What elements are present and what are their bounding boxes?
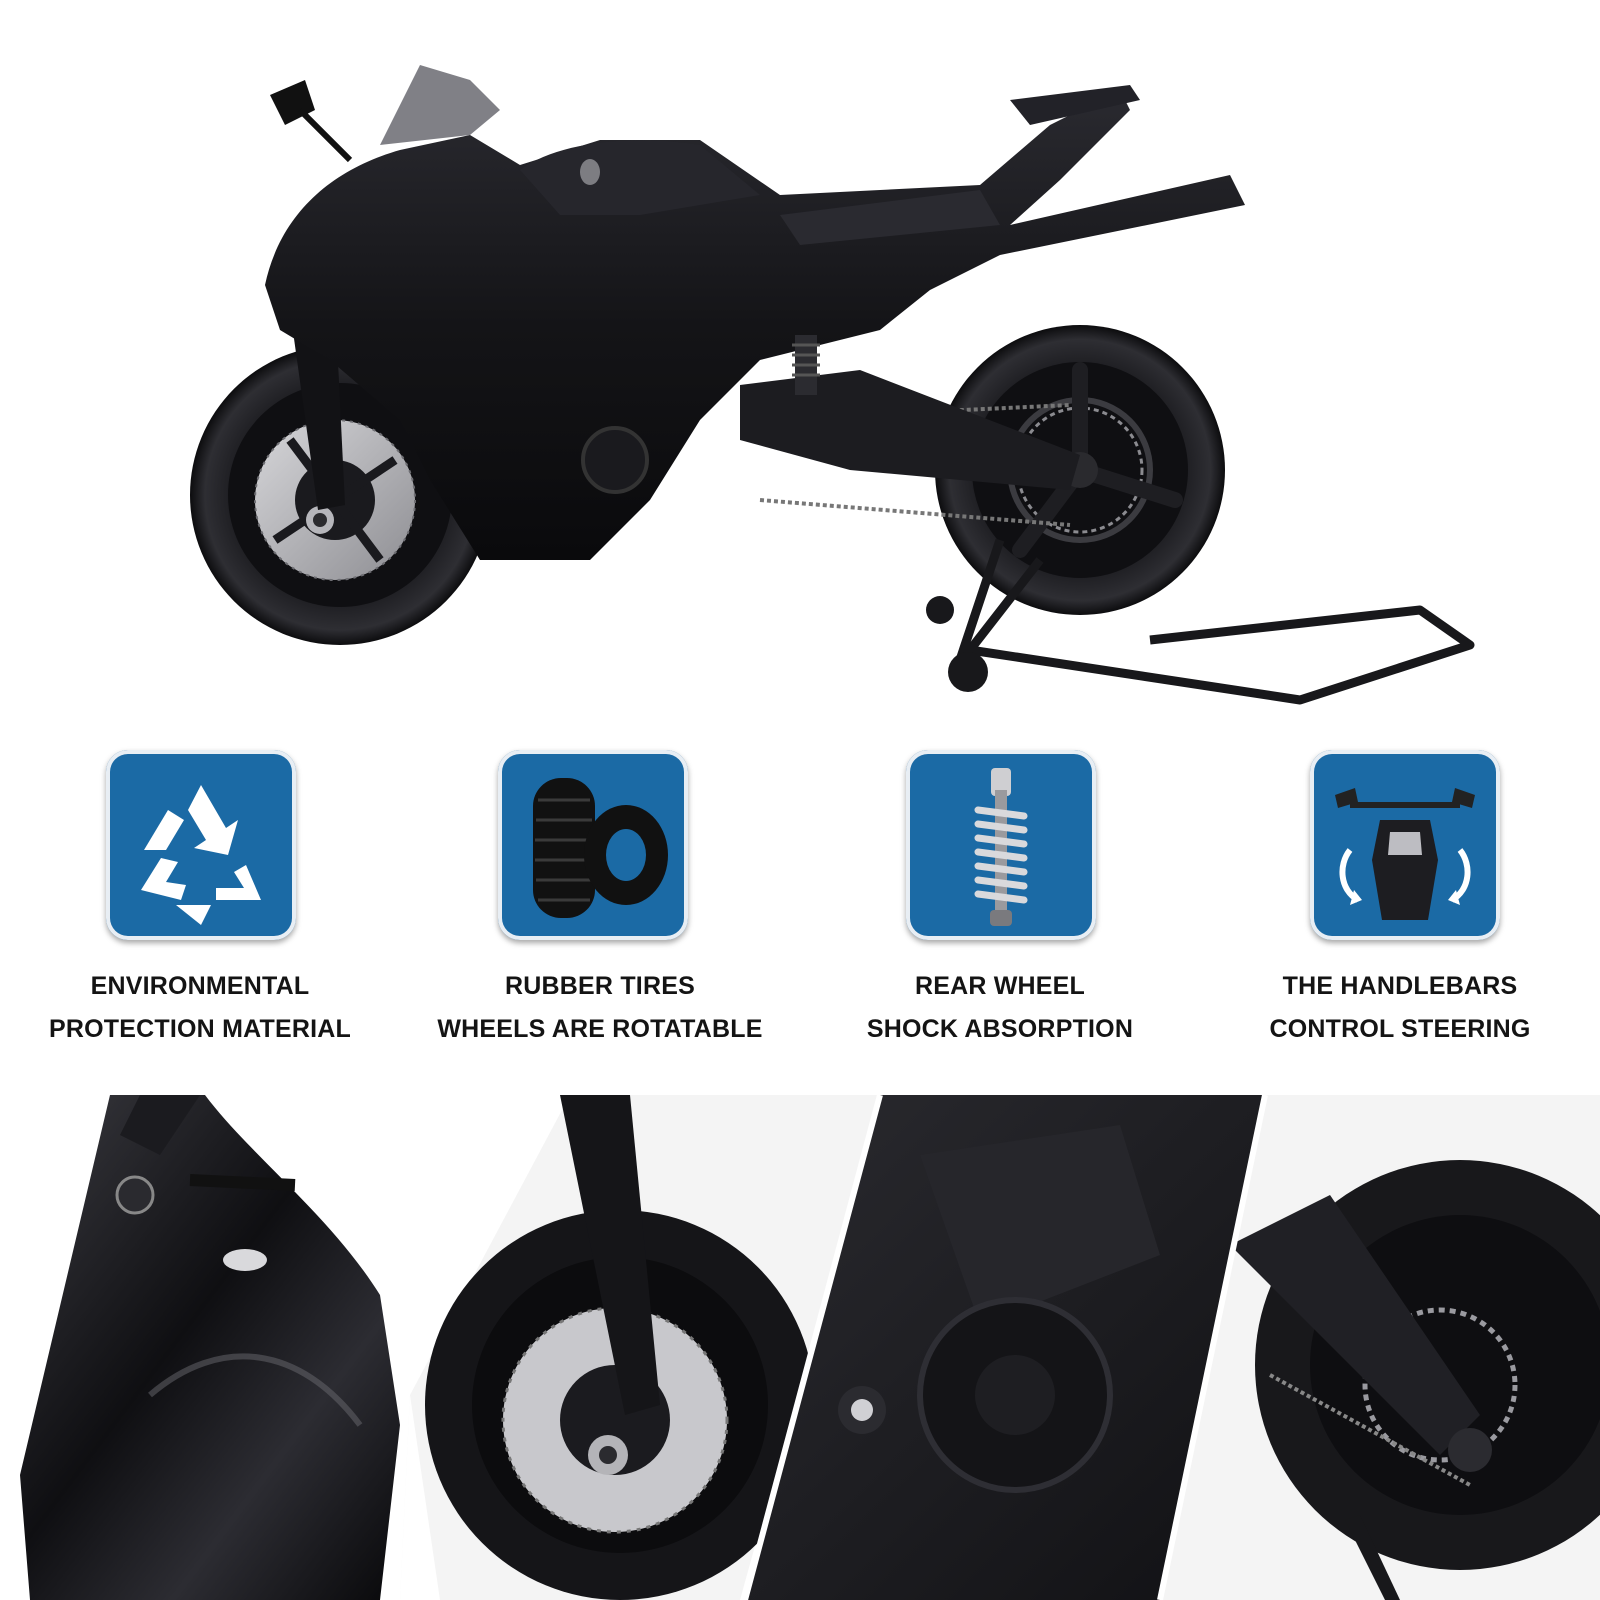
gallery-panel-front-wheel [400, 1095, 880, 1600]
rear-wheel [935, 325, 1225, 615]
hero-motorcycle-image [0, 0, 1600, 740]
gallery-panel-rear-wheel [1160, 1095, 1600, 1600]
recycle-icon [106, 750, 296, 940]
gallery-panel-engine [745, 1095, 1265, 1600]
feature-caption: ENVIRONMENTAL PROTECTION MATERIAL [0, 965, 400, 1051]
caption-line-2: WHEELS ARE ROTATABLE [437, 1015, 763, 1043]
caption-line-1: RUBBER TIRES [505, 972, 695, 1000]
feature-rubber-tires: RUBBER TIRES WHEELS ARE ROTATABLE [400, 740, 800, 1080]
feature-caption: THE HANDLEBARS CONTROL STEERING [1200, 965, 1600, 1051]
gallery-divider [742, 1095, 1268, 1600]
caption-line-1: THE HANDLEBARS [1282, 972, 1518, 1000]
feature-row: ENVIRONMENTAL PROTECTION MATERIAL RUBBER… [0, 740, 1600, 1080]
feature-handlebar-steering: THE HANDLEBARS CONTROL STEERING [1200, 740, 1600, 1080]
feature-shock-absorption: REAR WHEEL SHOCK ABSORPTION [800, 740, 1200, 1080]
feature-caption: REAR WHEEL SHOCK ABSORPTION [800, 965, 1200, 1051]
caption-line-2: CONTROL STEERING [1269, 1015, 1531, 1043]
shock-absorber-icon [906, 750, 1096, 940]
tire-icon [498, 750, 688, 940]
feature-caption: RUBBER TIRES WHEELS ARE ROTATABLE [400, 965, 800, 1051]
caption-line-2: PROTECTION MATERIAL [49, 1015, 351, 1043]
feature-environmental: ENVIRONMENTAL PROTECTION MATERIAL [0, 740, 400, 1080]
detail-gallery [0, 1095, 1600, 1600]
paddock-stand [955, 538, 1475, 705]
gallery-panel-tank [20, 1095, 400, 1600]
caption-line-2: SHOCK ABSORPTION [866, 1015, 1134, 1043]
handlebar-steering-icon [1310, 750, 1500, 940]
caption-line-1: ENVIRONMENTAL [90, 972, 310, 1000]
caption-line-1: REAR WHEEL [914, 972, 1086, 1000]
